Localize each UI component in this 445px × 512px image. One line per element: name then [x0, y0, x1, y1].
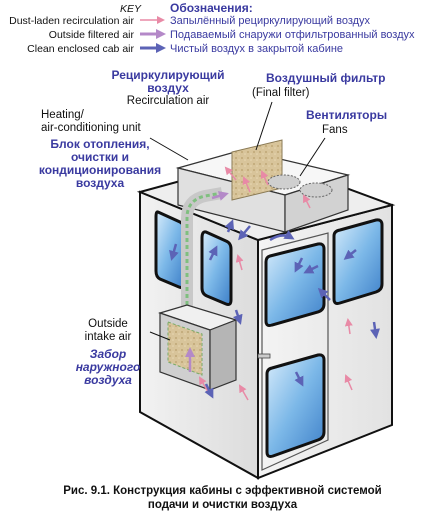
leader-filter: [255, 101, 273, 151]
intake-box-side: [209, 319, 237, 391]
filter-label-ru: Воздушный фильтр: [266, 71, 386, 85]
intake-label-ru-line3: воздуха: [84, 373, 132, 387]
heating-label-ru-line2: очистки и: [70, 150, 130, 164]
heating-label-en: Heating/ air-conditioning unit: [41, 109, 141, 135]
key-title-en: KEY: [120, 3, 142, 15]
key-title-ru: Обозначения:: [170, 1, 253, 15]
caption-line2: подачи и очистки воздуха: [147, 499, 298, 511]
intake-pipe-flow: [185, 191, 223, 312]
heating-label-en-line1: Heating/: [41, 109, 84, 121]
door-window-upper: [264, 242, 326, 327]
fans-label-ru: Вентиляторы: [306, 108, 388, 122]
right-window: [332, 218, 384, 305]
recirc-label-ru-line2: воздух: [147, 81, 189, 95]
caption-line1: Рис. 9.1. Конструкция кабины с эффективн…: [63, 485, 382, 497]
left-window-2: [200, 230, 233, 306]
key-item-dust-ru: Запылённый рециркулирующий воздух: [170, 15, 371, 27]
intake-label-ru: Забор наружного воздуха: [68, 348, 148, 387]
intake-label-en-line2: intake air: [84, 331, 132, 343]
heating-label-ru-line3: кондиционирования: [38, 163, 162, 177]
door-handle: [257, 353, 271, 359]
intake-label-ru-line1: Забор: [89, 347, 127, 361]
left-window-1: [154, 210, 186, 289]
leader-fans: [299, 137, 326, 177]
figure-caption: Рис. 9.1. Конструкция кабины с эффективн…: [0, 484, 445, 512]
recirc-label-ru-line1: Рециркулирующий: [111, 68, 225, 82]
key-item-clean-ru: Чистый воздух в закрытой кабине: [170, 43, 344, 55]
heating-label-ru: Блок отопления, очистки и кондиционирова…: [32, 138, 168, 190]
leader-intake: [149, 331, 171, 341]
heating-label-ru-line1: Блок отопления,: [50, 137, 150, 151]
door-window-lower: [265, 353, 326, 458]
fan-1-icon: [267, 174, 301, 190]
filter-label-en: (Final filter): [252, 87, 310, 99]
intake-label-en-line1: Outside: [88, 318, 128, 330]
heating-label-ru-line4: воздуха: [75, 176, 125, 190]
fan-2-icon: [299, 182, 333, 198]
intake-label-en: Outside intake air: [68, 318, 148, 344]
door-outline: [261, 232, 329, 471]
key-item-clean-en: Clean enclosed cab air: [27, 43, 134, 55]
heating-label-en-line2: air-conditioning unit: [41, 122, 141, 134]
recirc-label-ru: Рециркулирующий воздух: [103, 69, 233, 95]
leader-heating: [149, 137, 189, 161]
key-item-outside-ru: Подаваемый снаружи отфильтрованный возду…: [170, 29, 415, 41]
outside-air-arrows: [185, 191, 229, 372]
key-item-outside-en: Outside filtered air: [48, 29, 134, 41]
key-item-dust-en: Dust-laden recirculation air: [9, 15, 134, 27]
intake-label-ru-line2: наружного: [75, 360, 141, 374]
recirc-label-en: Recirculation air: [126, 95, 210, 107]
clean-air-arrows: [169, 219, 380, 399]
fans-label-en: Fans: [322, 124, 348, 136]
